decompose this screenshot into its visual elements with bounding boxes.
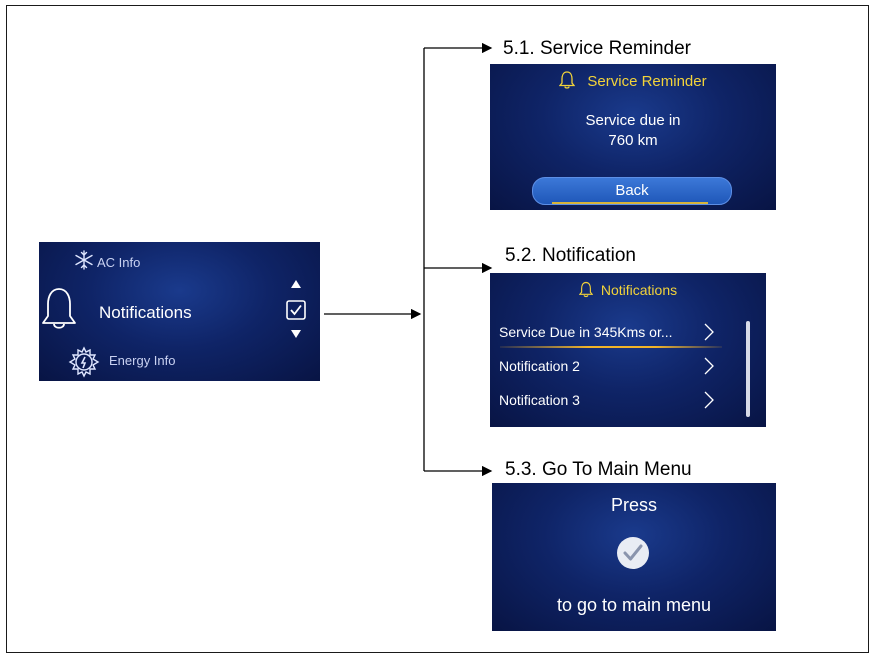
go-to-main-menu-text: to go to main menu — [556, 595, 712, 615]
back-button-underline — [552, 202, 708, 204]
notification-item-3[interactable]: Notification 3 — [499, 392, 580, 408]
back-button[interactable]: Back — [532, 177, 732, 205]
snowflake-icon — [75, 250, 93, 270]
check-circle-icon — [617, 537, 649, 569]
notification-item-2[interactable]: Notification 2 — [499, 358, 580, 374]
chevron-right-icon — [704, 357, 714, 375]
chevron-right-icon — [704, 391, 714, 409]
service-reminder-title: Service Reminder — [587, 73, 707, 90]
bell-icon — [42, 288, 76, 329]
energy-gear-icon — [68, 346, 100, 378]
service-due-text: Service due in — [585, 112, 681, 129]
scroll-up-icon[interactable] — [291, 280, 301, 288]
notifications-title: Notifications — [600, 282, 678, 298]
section-title-notification: 5.2. Notification — [505, 245, 636, 266]
bell-icon — [578, 281, 594, 298]
scrollbar[interactable] — [746, 321, 750, 417]
chevron-right-icon — [704, 323, 714, 341]
service-due-distance: 760 km — [608, 132, 658, 149]
press-text: Press — [610, 495, 657, 515]
section-title-service-reminder: 5.1. Service Reminder — [503, 38, 691, 59]
menu-item-notifications[interactable]: Notifications — [99, 303, 192, 322]
scroll-down-icon[interactable] — [291, 330, 301, 338]
service-reminder-header: Service Reminder — [490, 71, 776, 90]
menu-item-ac-info[interactable]: AC Info — [97, 255, 141, 270]
notifications-header: Notifications — [490, 281, 766, 298]
selection-highlight — [500, 346, 722, 348]
diagram-frame — [6, 5, 869, 653]
notifications-screen: Notifications Service Due in 345Kms or..… — [490, 273, 766, 427]
select-check-icon[interactable] — [286, 300, 306, 320]
section-title-go-to-main-menu: 5.3. Go To Main Menu — [505, 459, 692, 480]
service-reminder-screen: Service Reminder Service due in 760 km B… — [490, 64, 776, 210]
bell-icon — [559, 71, 576, 89]
main-menu-screen: AC Info Notifications Energy Info — [39, 242, 320, 381]
menu-item-energy-info[interactable]: Energy Info — [109, 353, 176, 368]
notification-item-1[interactable]: Service Due in 345Kms or... — [499, 324, 673, 340]
go-to-main-menu-screen: Press to go to main menu — [492, 483, 776, 631]
